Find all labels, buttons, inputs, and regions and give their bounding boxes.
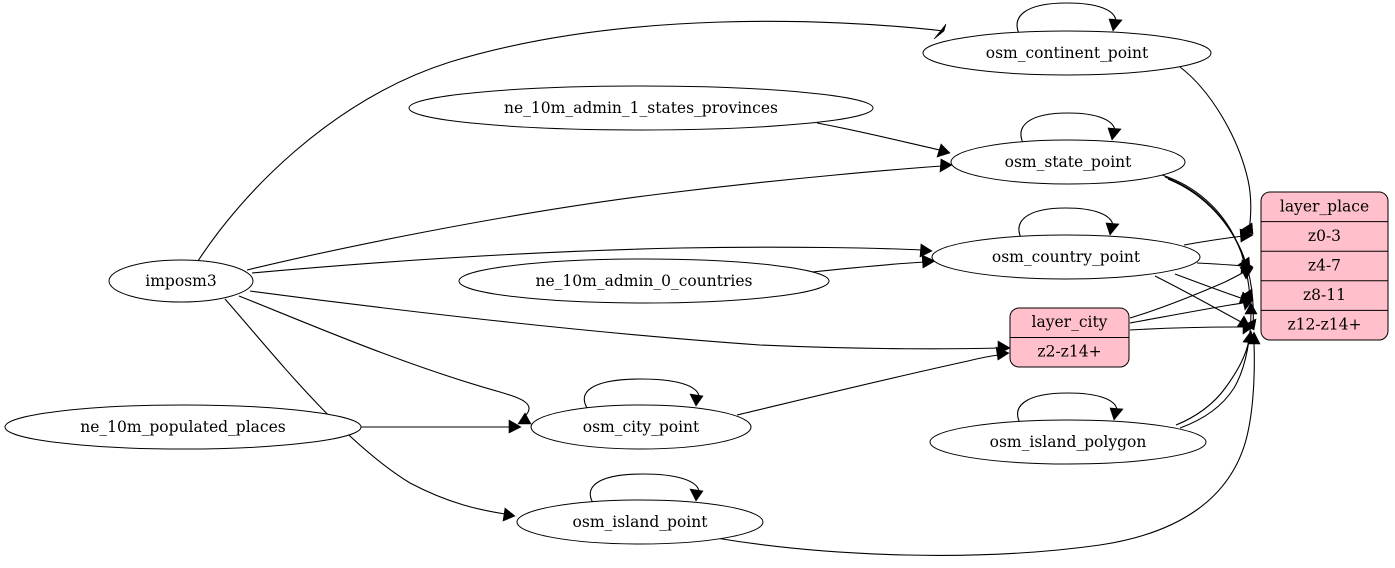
node-shape [408, 85, 874, 131]
node-shape [4, 404, 362, 450]
edge-self-loop-osm_island_polygon [1017, 392, 1124, 426]
edge-layer_city-to-layer_place_z8_11 [1129, 296, 1254, 324]
node-osm_state_point[interactable]: osm_state_point [950, 139, 1186, 185]
edge-self-loop-osm_island_point [589, 473, 704, 507]
node-shape [929, 419, 1207, 465]
edge-osm_state_point-to-layer_place_z8_11 [1164, 176, 1253, 301]
edge-osm_island_polygon-to-layer_place_z12 [1175, 330, 1256, 426]
layer-place-title: layer_place [1280, 198, 1369, 216]
node-label: osm_city_point [583, 418, 700, 436]
edge-layer_city-to-layer_place_z12 [1129, 320, 1254, 335]
edge-osm_city_point-to-layer_city [736, 346, 1010, 416]
edge-layer [197, 2, 1261, 556]
node-label: osm_island_point [573, 513, 709, 531]
node-label: imposm3 [145, 272, 216, 290]
node-label: osm_island_polygon [990, 433, 1147, 451]
node-shape [458, 258, 830, 304]
layer-place-row-z4-7[interactable]: z4-7 [1308, 257, 1341, 275]
node-label: ne_10m_populated_places [80, 418, 285, 436]
node-label: osm_country_point [992, 248, 1141, 266]
node-shape [108, 259, 254, 303]
node-shape [931, 234, 1201, 280]
node-osm_continent_point[interactable]: osm_continent_point [922, 30, 1212, 76]
node-shape [516, 499, 764, 545]
edge-osm_country_point-to-layer_place_z12 [1154, 275, 1251, 328]
node-shape [950, 139, 1186, 185]
node-osm_island_polygon[interactable]: osm_island_polygon [929, 419, 1207, 465]
edge-imposm3-to-osm_city_point [238, 295, 532, 425]
edge-ne0-to-osm_country_point [811, 254, 936, 273]
edge-osm_country_point-to-layer_place_z0_3 [1183, 228, 1254, 246]
layer-place-row-z0-3[interactable]: z0-3 [1308, 227, 1341, 245]
edge-osm_continent_point-to-layer_place_z0_3 [1179, 66, 1254, 235]
node-osm_country_point[interactable]: osm_country_point [931, 234, 1201, 280]
edge-imposm3-to-osm_state_point [246, 158, 953, 271]
edge-self-loop-osm_state_point [1020, 112, 1122, 146]
edge-osm_island_point-to-layer_place_z12 [715, 331, 1261, 556]
edge-self-loop-osm_continent_point [1016, 2, 1123, 37]
node-ne_10m_populated_places[interactable]: ne_10m_populated_places [4, 404, 362, 450]
record-node-layer: layer_place z0-3 z4-7 z8-11 z12-z14+ lay… [1009, 191, 1389, 368]
node-osm_island_point[interactable]: osm_island_point [516, 499, 764, 545]
node-shape [530, 404, 752, 450]
node-ne_10m_admin_0_countries[interactable]: ne_10m_admin_0_countries [458, 258, 830, 304]
layer-place-box [1260, 191, 1389, 341]
edge-nepp-to-osm_city_point [361, 419, 522, 434]
node-osm_city_point[interactable]: osm_city_point [530, 404, 752, 450]
edge-imposm3-to-osm_island_point [224, 298, 516, 522]
layer-place-row-z8-11[interactable]: z8-11 [1303, 286, 1346, 304]
edge-layer_city-to-layer_place_z4_7 [1129, 266, 1254, 319]
edge-ne1-to-osm_state_point [816, 122, 951, 158]
node-label: osm_state_point [1005, 153, 1133, 171]
edge-osm_country_point-to-layer_place_z8_11 [1174, 273, 1252, 305]
layer-place-row-z12-z14[interactable]: z12-z14+ [1287, 316, 1361, 334]
ellipse-node-layer: imposm3 ne_10m_populated_places ne_10m_a… [4, 30, 1212, 545]
edge-imposm3-to-osm_continent_point [197, 20, 947, 262]
node-layer_place[interactable]: layer_place z0-3 z4-7 z8-11 z12-z14+ [1260, 191, 1389, 341]
node-label: ne_10m_admin_0_countries [536, 272, 753, 290]
edge-self-loop-osm_city_point [583, 378, 704, 412]
node-label: osm_continent_point [986, 44, 1149, 62]
layer-city-title: layer_city [1032, 313, 1108, 331]
layer-city-row-z2-z14[interactable]: z2-z14+ [1037, 343, 1101, 361]
node-shape [922, 30, 1212, 76]
node-label: ne_10m_admin_1_states_provinces [504, 99, 778, 117]
node-layer_city[interactable]: layer_city z2-z14+ [1009, 307, 1130, 368]
edge-self-loop-osm_country_point [1018, 207, 1120, 241]
edge-imposm3-to-osm_country_point [251, 243, 933, 274]
node-imposm3[interactable]: imposm3 [108, 259, 254, 303]
node-ne_10m_admin_1_states_provinces[interactable]: ne_10m_admin_1_states_provinces [408, 85, 874, 131]
